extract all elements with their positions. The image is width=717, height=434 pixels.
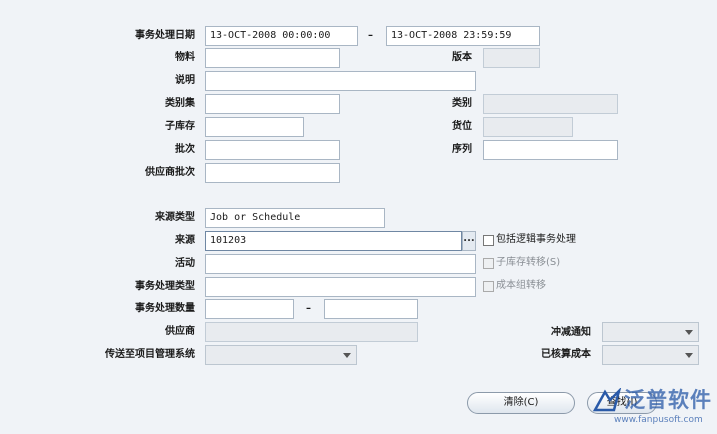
supplier-field (205, 322, 418, 342)
include-logical-checkbox[interactable] (483, 235, 494, 246)
clear-button[interactable]: 清除(C) (467, 392, 575, 414)
date-separator: – (368, 30, 373, 41)
brand-watermark: 泛普软件 www.fanpusoft.com (590, 386, 717, 434)
txn-type-label: 事务处理类型 (135, 281, 195, 292)
locator-field (483, 117, 573, 137)
serial-field[interactable] (483, 140, 618, 160)
cost-group-transfer-checkbox (483, 281, 494, 292)
subinventory-label: 子库存 (165, 121, 195, 132)
consumption-advice-select[interactable] (602, 322, 699, 342)
supplier-lot-field[interactable] (205, 163, 340, 183)
description-field[interactable] (205, 71, 476, 91)
item-label: 物料 (175, 52, 195, 63)
consumption-advice-label: 冲减通知 (551, 327, 591, 338)
brand-url: www.fanpusoft.com (614, 415, 703, 425)
category-label: 类别 (452, 98, 472, 109)
category-field (483, 94, 618, 114)
qty-separator: – (306, 303, 311, 314)
activity-label: 活动 (175, 258, 195, 269)
include-logical-label: 包括逻辑事务处理 (496, 234, 576, 245)
cost-group-transfer-label: 成本组转移 (496, 280, 546, 291)
find-button[interactable]: 查找(I) (587, 392, 657, 414)
category-set-field[interactable] (205, 94, 340, 114)
transfer-to-pm-label: 传送至项目管理系统 (105, 349, 195, 360)
txn-qty-from-field[interactable] (205, 299, 294, 319)
date-from-field[interactable]: 13-OCT-2008 00:00:00 (205, 26, 358, 46)
source-field[interactable]: 101203 (205, 231, 462, 251)
locator-label: 货位 (452, 121, 472, 132)
chevron-down-icon (685, 330, 693, 335)
description-label: 说明 (175, 75, 195, 86)
lot-field[interactable] (205, 140, 340, 160)
activity-field[interactable] (205, 254, 476, 274)
txn-qty-to-field[interactable] (324, 299, 418, 319)
txn-type-field[interactable] (205, 277, 476, 297)
supplier-label: 供应商 (165, 326, 195, 337)
supplier-lot-label: 供应商批次 (145, 167, 195, 178)
subinv-transfer-checkbox (483, 258, 494, 269)
brand-logo-icon (592, 388, 622, 412)
item-field[interactable] (205, 48, 340, 68)
txn-date-label: 事务处理日期 (135, 30, 195, 41)
brand-name: 泛普软件 (624, 388, 712, 412)
source-type-field[interactable]: Job or Schedule (205, 208, 385, 228)
category-set-label: 类别集 (165, 98, 195, 109)
source-lov-button[interactable]: ... (462, 231, 476, 251)
chevron-down-icon (343, 353, 351, 358)
costed-select[interactable] (602, 345, 699, 365)
source-type-label: 来源类型 (155, 212, 195, 223)
revision-field (483, 48, 540, 68)
source-label: 来源 (175, 235, 195, 246)
lot-label: 批次 (175, 144, 195, 155)
date-to-field[interactable]: 13-OCT-2008 23:59:59 (386, 26, 540, 46)
revision-label: 版本 (452, 52, 472, 63)
costed-label: 已核算成本 (541, 349, 591, 360)
chevron-down-icon (685, 353, 693, 358)
subinv-transfer-label: 子库存转移(S) (496, 257, 561, 268)
transfer-to-pm-select[interactable] (205, 345, 357, 365)
subinventory-field[interactable] (205, 117, 304, 137)
txn-qty-label: 事务处理数量 (135, 303, 195, 314)
serial-label: 序列 (452, 144, 472, 155)
